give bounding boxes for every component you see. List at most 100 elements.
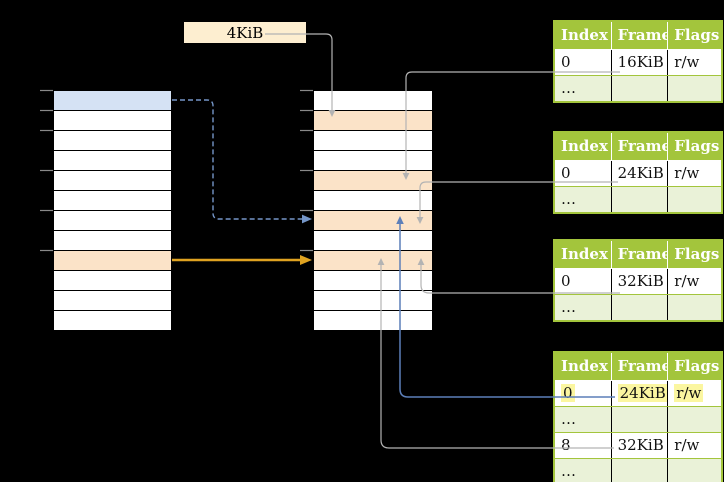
middle-map-row-6 <box>314 211 432 231</box>
middle-map-row-3 <box>314 151 432 171</box>
page-table-3-row-1-index: … <box>555 295 611 320</box>
page-table-1-row-0-frame: 16KiB <box>610 50 668 75</box>
page-table-4-row-2-flags: r/w <box>667 433 721 458</box>
highlighted-cell-text: 24KiB <box>617 384 668 402</box>
page-table-2-row-0-index: 0 <box>555 161 611 186</box>
left-map-row-7 <box>54 231 171 251</box>
cell-text: 0 <box>561 164 571 182</box>
highlighted-cell-text: r/w <box>674 384 704 402</box>
left-row0-to-frame-6-arrowhead <box>302 214 312 224</box>
cell-text: … <box>561 462 576 480</box>
address-space-middle <box>313 90 433 331</box>
left-map-row-0 <box>54 91 171 111</box>
page-table-3-header-index: Index <box>561 245 608 263</box>
page-table-3-row-1-frame <box>610 295 668 320</box>
page-table-3-header-frame: Frame <box>610 241 667 268</box>
page-table-4-row-2-frame: 32KiB <box>610 433 668 458</box>
page-table-4-row-1-flags <box>667 407 721 432</box>
page-table-2-header-frame: Frame <box>610 133 667 160</box>
page-table-2-row-1-index: … <box>555 187 611 212</box>
left-map-row-8 <box>54 251 171 271</box>
page-table-2-row-0-frame: 24KiB <box>610 161 668 186</box>
cell-text: r/w <box>674 272 700 290</box>
page-table-4-row-0-flags: r/w <box>667 381 721 406</box>
left-map-row-6 <box>54 211 171 231</box>
left-map-row-5 <box>54 191 171 211</box>
page-table-1-header-flags: Flags <box>667 22 721 49</box>
page-table-4-row-3-index: … <box>555 459 611 482</box>
middle-map-row-2 <box>314 131 432 151</box>
page-table-3-header-flags: Flags <box>667 241 721 268</box>
cell-text: 32KiB <box>617 436 664 454</box>
page-table-1-row-0: 0 16KiB r/w <box>555 49 721 75</box>
left-map-row-4 <box>54 171 171 191</box>
cell-text: … <box>561 298 576 316</box>
page-table-2-header-index: Index <box>561 137 608 155</box>
cell-text: … <box>561 190 576 208</box>
page-table-2-row-1-flags <box>667 187 721 212</box>
cell-text: 32KiB <box>617 272 664 290</box>
highlighted-cell-text: 0 <box>561 384 575 402</box>
left-map-row-1 <box>54 111 171 131</box>
page-size-text: 4KiB <box>226 23 264 42</box>
page-table-2-row-1-frame <box>610 187 668 212</box>
page-table-1-row-0-index: 0 <box>555 50 611 75</box>
page-table-4-row-2: 8 32KiB r/w <box>555 432 721 458</box>
page-table-1-row-1-flags <box>667 76 721 101</box>
page-table-4-row-0-index: 0 <box>555 381 611 406</box>
middle-map-row-5 <box>314 191 432 211</box>
page-table-4-row-2-index: 8 <box>555 433 611 458</box>
page-size-label: 4KiB <box>184 22 306 43</box>
page-table-4-row-1-frame <box>610 407 668 432</box>
cell-text: 16KiB <box>617 53 664 71</box>
page-table-4-row-3-flags <box>667 459 721 482</box>
left-map-row-11 <box>54 311 171 330</box>
page-table-3-row-1-flags <box>667 295 721 320</box>
page-table-3-row-0: 0 32KiB r/w <box>555 268 721 294</box>
cell-text: 0 <box>561 272 571 290</box>
page-table-4-row-0: 0 24KiB r/w <box>555 380 721 406</box>
page-table-1-header-index: Index <box>561 26 608 44</box>
page-table-2-row-0: 0 24KiB r/w <box>555 160 721 186</box>
middle-map-row-0 <box>314 91 432 111</box>
middle-map-row-4 <box>314 171 432 191</box>
cell-text: r/w <box>674 436 700 454</box>
cell-text: … <box>561 410 576 428</box>
page-table-1-row-1: … <box>555 75 721 101</box>
left-map-row-10 <box>54 291 171 311</box>
page-table-3-row-0-flags: r/w <box>667 269 721 294</box>
page-table-3-row-0-index: 0 <box>555 269 611 294</box>
page-table-1-header-frame: Frame <box>610 22 667 49</box>
page-table-2-header-flags: Flags <box>667 133 721 160</box>
left-map-row-9 <box>54 271 171 291</box>
middle-map-row-10 <box>314 291 432 311</box>
middle-map-row-9 <box>314 271 432 291</box>
cell-text: r/w <box>674 53 700 71</box>
page-table-2-row-0-flags: r/w <box>667 161 721 186</box>
page-table-4-row-3-frame <box>610 459 668 482</box>
page-table-3-row-1: … <box>555 294 721 320</box>
cell-text: 0 <box>561 53 571 71</box>
cell-text: … <box>561 79 576 97</box>
page-table-4-row-3: … <box>555 458 721 482</box>
cell-text: 24KiB <box>617 164 664 182</box>
address-space-left <box>53 90 172 331</box>
left-row8-to-frame-8-arrowhead <box>300 255 312 265</box>
page-table-1-row-1-frame <box>610 76 668 101</box>
page-table-1-row-0-flags: r/w <box>667 50 721 75</box>
cell-text: r/w <box>674 164 700 182</box>
page-table-1-row-1-index: … <box>555 76 611 101</box>
page-table-2-row-1: … <box>555 186 721 212</box>
middle-map-row-11 <box>314 311 432 330</box>
middle-map-row-8 <box>314 251 432 271</box>
page-table-4-header-frame: Frame <box>610 353 667 380</box>
page-table-3-row-0-frame: 32KiB <box>610 269 668 294</box>
middle-map-row-7 <box>314 231 432 251</box>
